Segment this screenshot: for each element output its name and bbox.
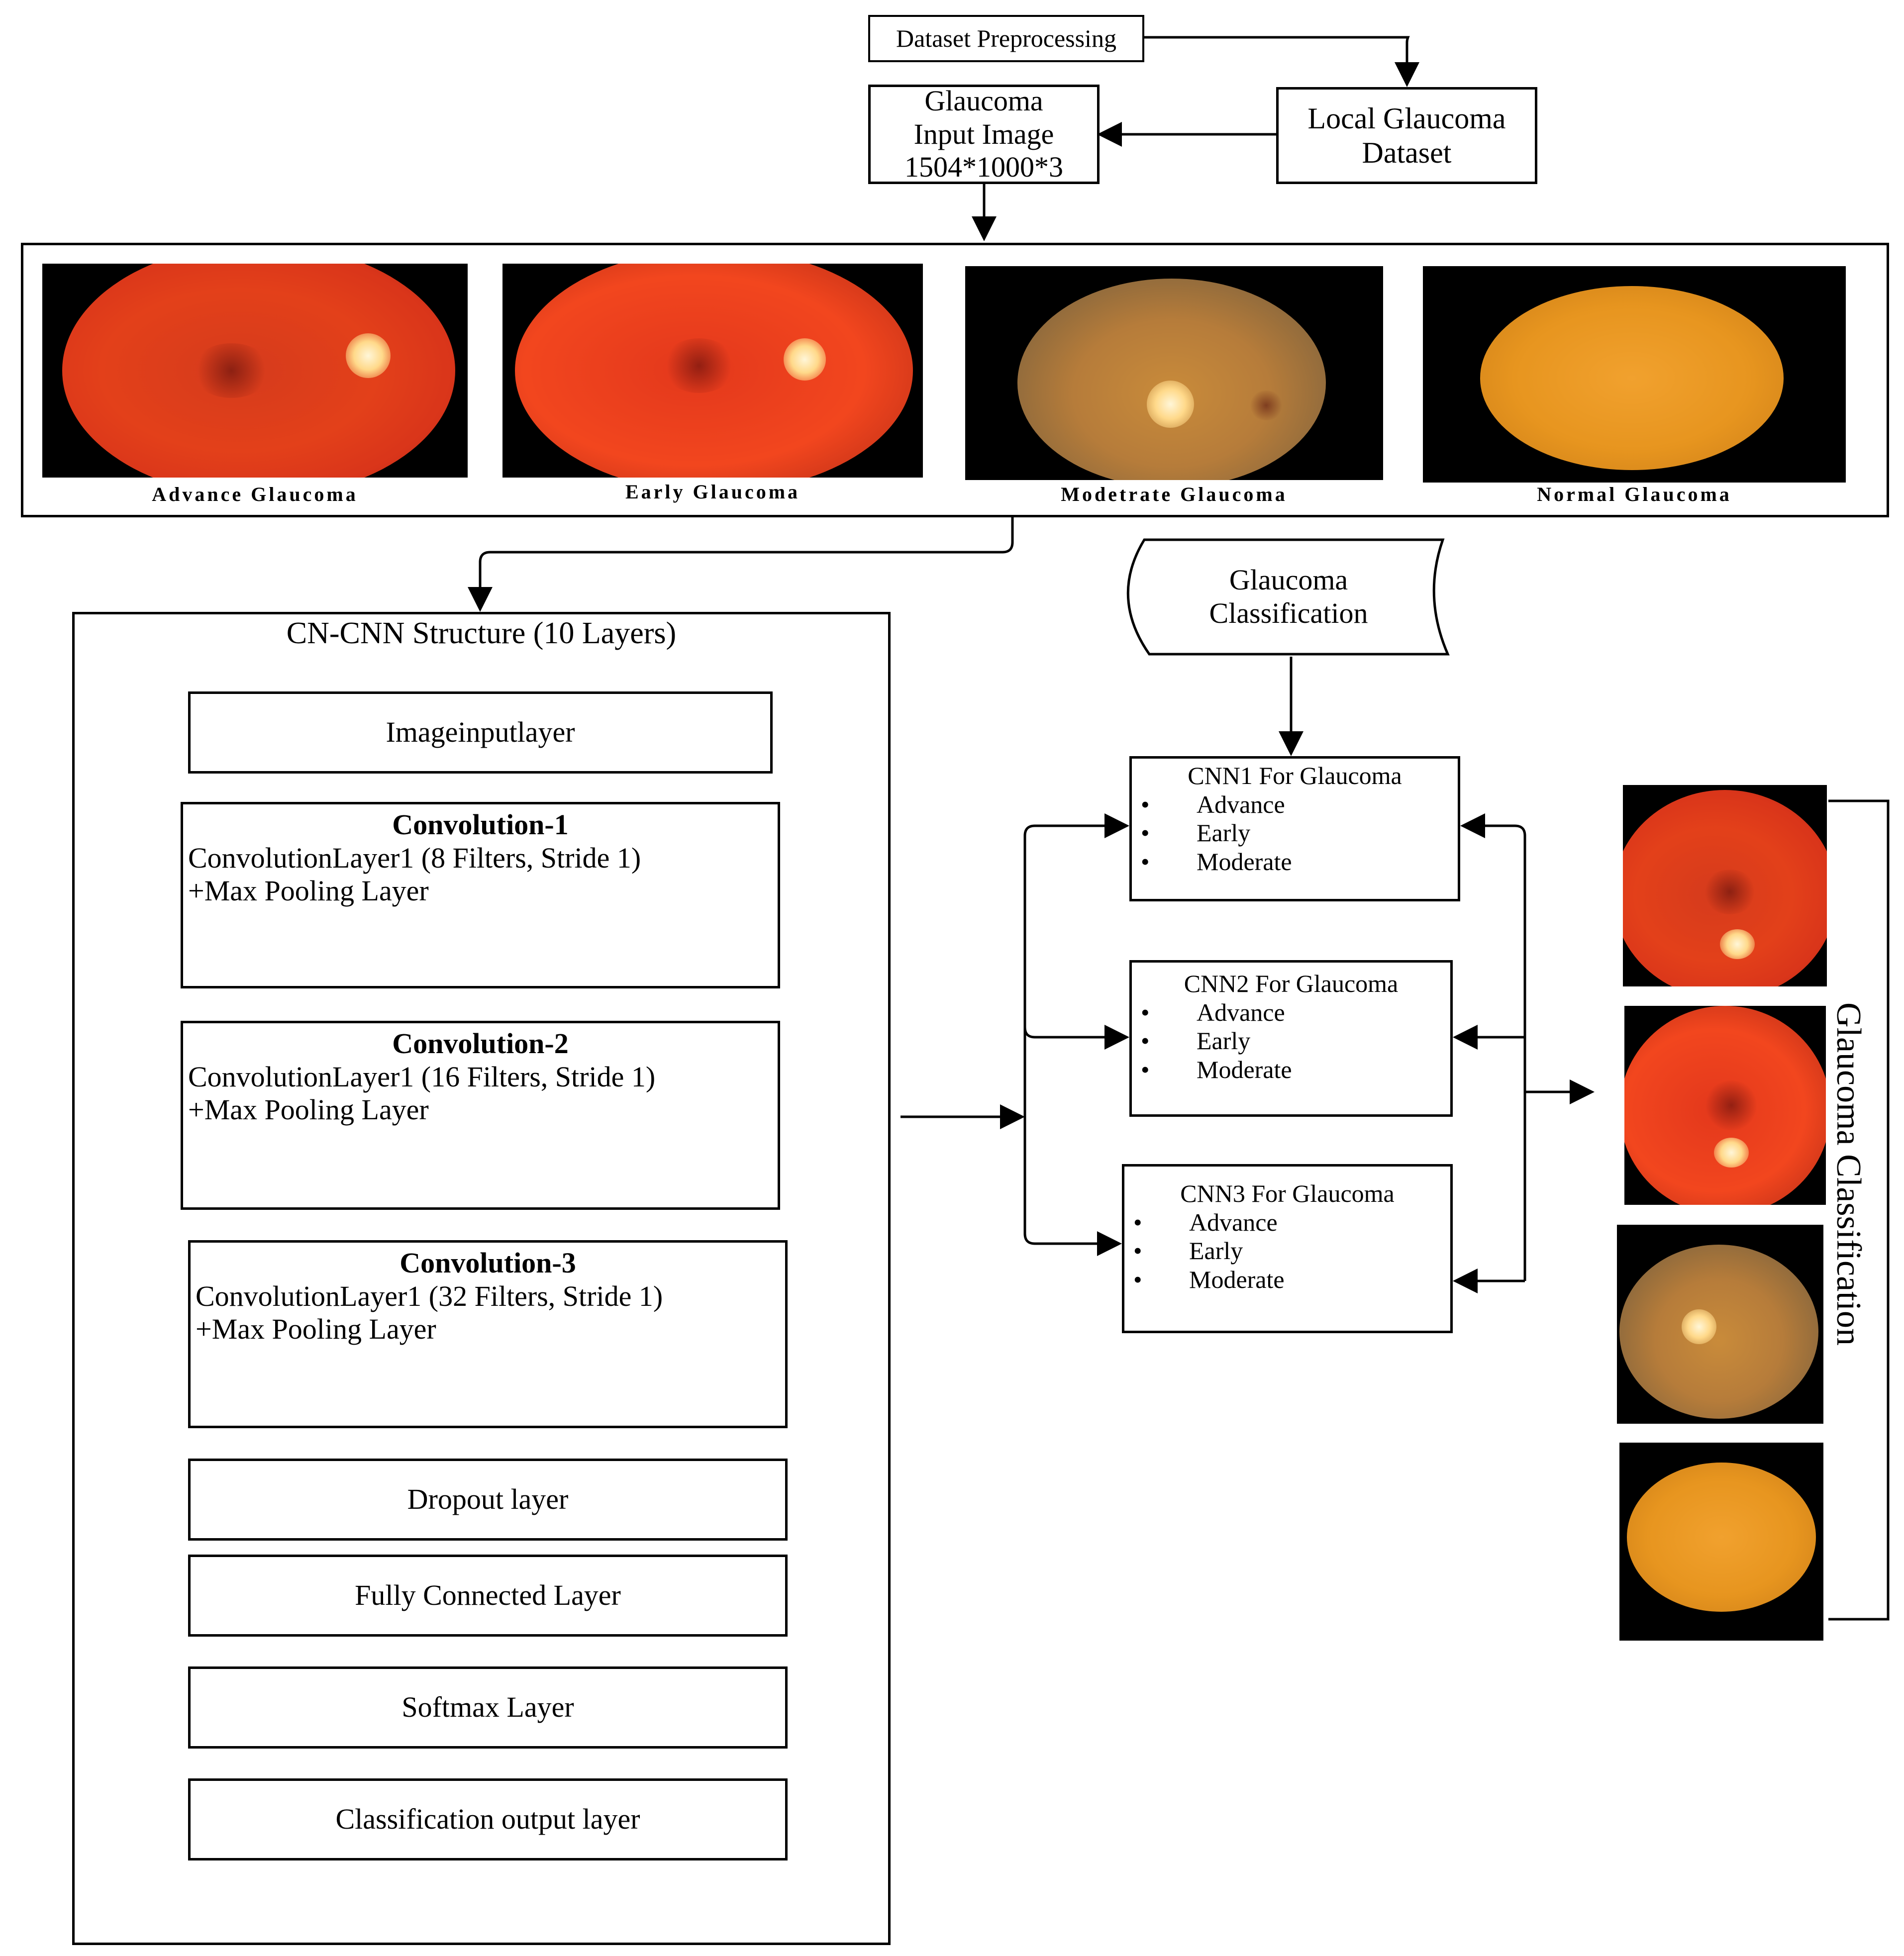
output-image-advance: [1623, 785, 1827, 986]
classification-scroll: Glaucoma Classification: [1144, 552, 1433, 642]
cnn3-box: CNN3 For Glaucoma Advance Early Moderate: [1122, 1164, 1453, 1333]
local-dataset-line-1: Local Glaucoma: [1307, 101, 1506, 135]
cnn1-class-early: Early: [1132, 819, 1458, 848]
cnn2-class-list: Advance Early Moderate: [1132, 998, 1450, 1084]
layer-convolution-3: Convolution-3 ConvolutionLayer1 (32 Filt…: [188, 1240, 788, 1428]
caption-moderate: Modetrate Glaucoma: [1061, 483, 1288, 505]
classification-scroll-line-1: Glaucoma: [1229, 564, 1348, 596]
cnn1-class-advance: Advance: [1132, 790, 1458, 819]
cnn2-class-moderate: Moderate: [1132, 1056, 1450, 1084]
local-dataset-line-2: Dataset: [1362, 136, 1452, 169]
cnn2-box: CNN2 For Glaucoma Advance Early Moderate: [1129, 960, 1453, 1117]
cnn3-class-early: Early: [1124, 1237, 1450, 1266]
convolution-2-heading: Convolution-2: [392, 1027, 569, 1060]
fundus-image-early: [502, 264, 923, 478]
local-dataset-box: Local Glaucoma Dataset: [1276, 87, 1537, 184]
convolution-1-heading: Convolution-1: [392, 808, 569, 841]
cnn2-class-advance: Advance: [1132, 998, 1450, 1027]
fundus-image-moderate: [965, 266, 1383, 480]
cnn2-class-early: Early: [1132, 1027, 1450, 1056]
output-classification-label: Glaucoma Classification: [1829, 1002, 1868, 1346]
cnn1-class-list: Advance Early Moderate: [1132, 790, 1458, 877]
cnn3-class-moderate: Moderate: [1124, 1266, 1450, 1294]
layer-convolution-1: Convolution-1 ConvolutionLayer1 (8 Filte…: [181, 802, 780, 988]
layer-classification-output-label: Classification output layer: [335, 1803, 640, 1836]
dataset-preprocessing-box: Dataset Preprocessing: [868, 15, 1144, 62]
convolution-2-detail: ConvolutionLayer1 (16 Filters, Stride 1): [188, 1060, 656, 1093]
cnn-structure-title: CN-CNN Structure (10 Layers): [286, 616, 677, 650]
cnn3-class-advance: Advance: [1124, 1208, 1450, 1237]
dataset-preprocessing-label: Dataset Preprocessing: [896, 24, 1116, 52]
convolution-1-pool: +Max Pooling Layer: [188, 875, 429, 907]
caption-advance: Advance Glaucoma: [152, 483, 358, 505]
layer-dropout-label: Dropout layer: [407, 1483, 569, 1516]
convolution-3-heading: Convolution-3: [400, 1247, 576, 1279]
input-image-box: Glaucoma Input Image 1504*1000*3: [868, 85, 1100, 184]
input-image-line-2: Input Image: [913, 117, 1054, 150]
cnn1-title: CNN1 For Glaucoma: [1188, 762, 1402, 789]
layer-dropout: Dropout layer: [188, 1459, 788, 1541]
input-image-line-1: Glaucoma: [924, 84, 1043, 117]
input-image-size: 1504*1000*3: [904, 151, 1063, 184]
cnn3-title: CNN3 For Glaucoma: [1180, 1179, 1395, 1207]
caption-normal: Normal Glaucoma: [1537, 483, 1732, 505]
caption-early: Early Glaucoma: [625, 481, 801, 503]
layer-convolution-2: Convolution-2 ConvolutionLayer1 (16 Filt…: [181, 1021, 780, 1210]
layer-softmax-label: Softmax Layer: [401, 1691, 574, 1724]
cnn1-box: CNN1 For Glaucoma Advance Early Moderate: [1129, 756, 1460, 901]
cnn1-class-moderate: Moderate: [1132, 848, 1458, 877]
convolution-1-detail: ConvolutionLayer1 (8 Filters, Stride 1): [188, 841, 641, 874]
output-image-normal: [1619, 1443, 1823, 1641]
layer-softmax: Softmax Layer: [188, 1666, 788, 1749]
fundus-image-advance: [42, 264, 468, 478]
cnn2-title: CNN2 For Glaucoma: [1184, 970, 1399, 997]
layer-classification-output: Classification output layer: [188, 1778, 788, 1860]
layer-fully-connected-label: Fully Connected Layer: [355, 1579, 621, 1612]
output-image-moderate: [1617, 1225, 1823, 1424]
output-image-early: [1624, 1006, 1826, 1205]
layer-image-input: Imageinputlayer: [188, 691, 773, 774]
cnn3-class-list: Advance Early Moderate: [1124, 1208, 1450, 1294]
layer-fully-connected: Fully Connected Layer: [188, 1555, 788, 1637]
classification-scroll-line-2: Classification: [1209, 597, 1368, 629]
layer-image-input-label: Imageinputlayer: [386, 716, 575, 749]
convolution-3-detail: ConvolutionLayer1 (32 Filters, Stride 1): [196, 1279, 663, 1312]
convolution-3-pool: +Max Pooling Layer: [196, 1313, 436, 1346]
fundus-image-normal: [1423, 266, 1846, 483]
convolution-2-pool: +Max Pooling Layer: [188, 1093, 429, 1126]
